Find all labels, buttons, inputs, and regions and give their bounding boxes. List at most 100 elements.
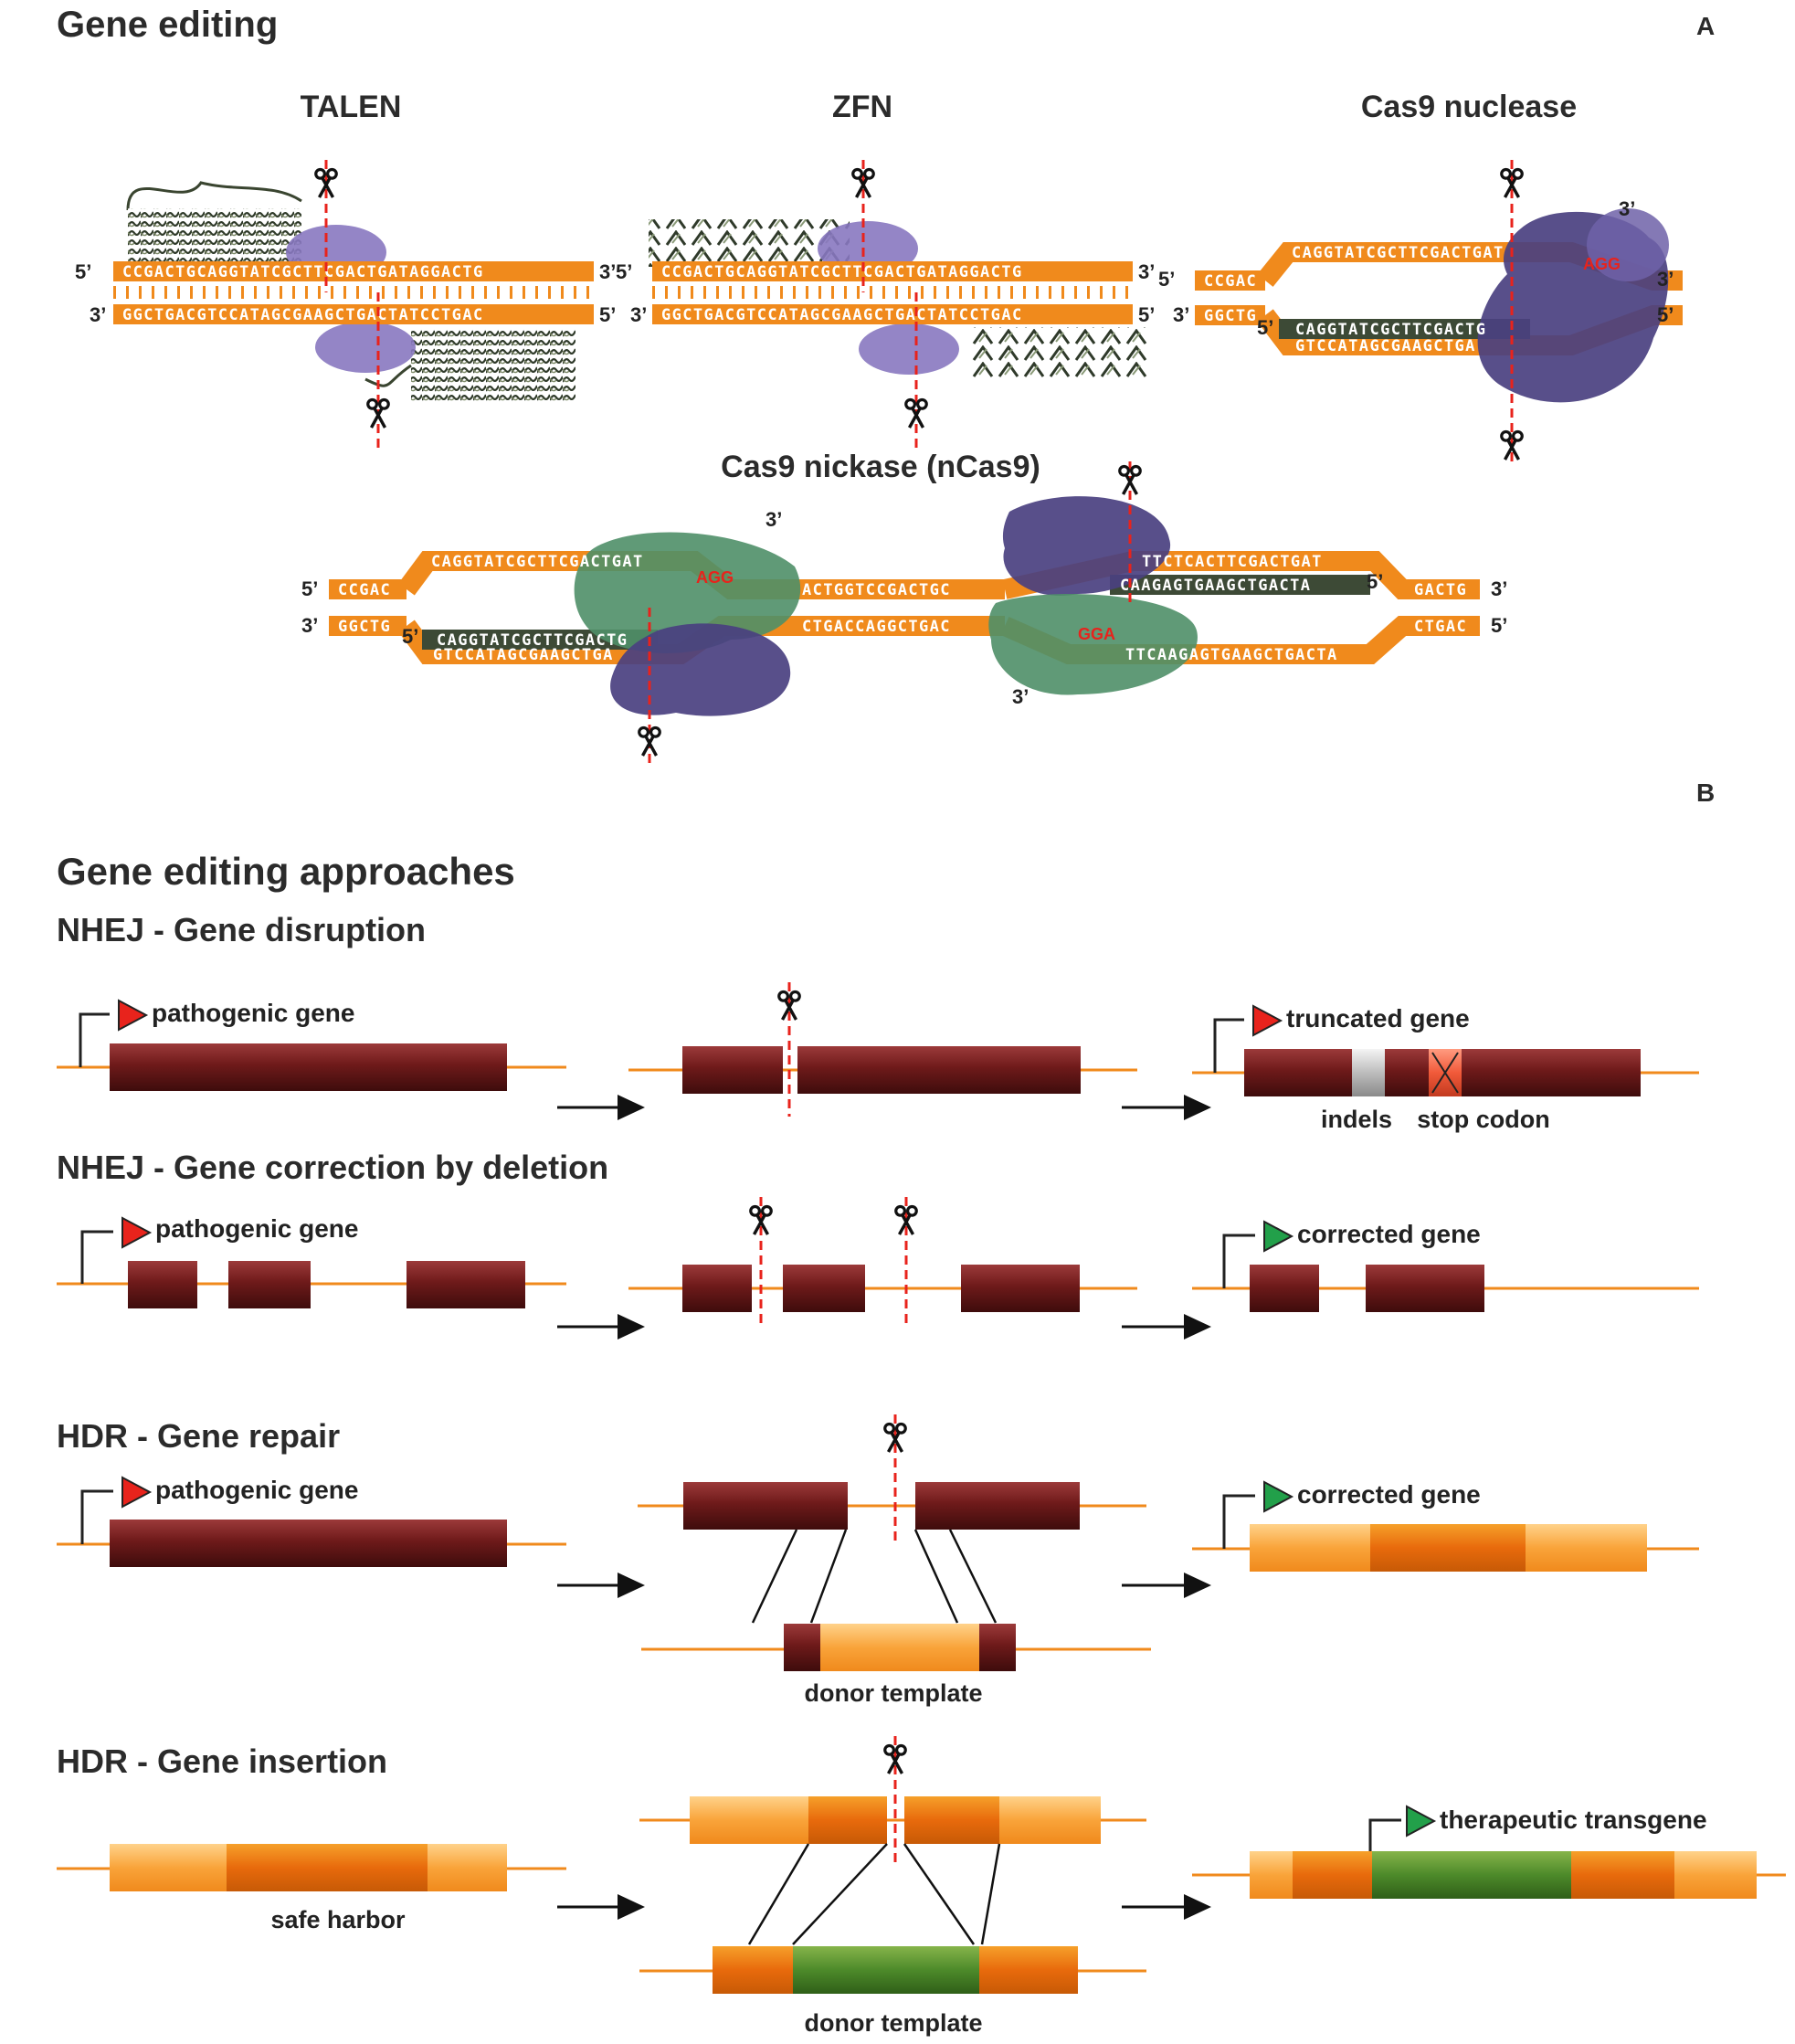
gene-label: pathogenic gene: [155, 1214, 358, 1243]
gene-exon: [228, 1261, 311, 1308]
gene-exon-cut: [797, 1046, 1081, 1094]
cas9-loop-top-seq: CAGGTATCGCTTCGACTGAT: [1292, 244, 1505, 262]
nickase-protein-purple-2: [1002, 496, 1171, 596]
corrected-gene-label: corrected gene: [1297, 1220, 1481, 1248]
talen-5-prime-right: 5’: [599, 303, 616, 326]
cas9-left-bottom-seq: GGCTG: [1204, 307, 1257, 325]
gene-exon-cut: [683, 1482, 848, 1530]
stop-codon-cross-icon: [1431, 1052, 1459, 1094]
safe-harbor-label: safe harbor: [270, 1906, 406, 1933]
corrected-gene-exon: [1366, 1265, 1484, 1312]
cas9-pam: AGG: [1583, 255, 1621, 273]
homology-lines: [747, 1843, 1001, 1945]
cas9-protein-lobe: [1587, 208, 1669, 281]
zfn-5-prime-left: 5’: [616, 260, 632, 283]
nickase-protein-green-1: [574, 532, 801, 653]
arrow-right-icon: [1184, 1894, 1211, 1920]
pathogenic-gene-exon: [110, 1043, 507, 1091]
nickase-pam1: AGG: [696, 568, 734, 587]
therapeutic-transgene-block: [1372, 1851, 1571, 1899]
gene-exon: [128, 1261, 197, 1308]
talen-label: TALEN: [301, 90, 402, 124]
promoter-arrow-icon: [1263, 1480, 1294, 1513]
donor-template-label: donor template: [804, 1679, 982, 1707]
talen-fok1-bottom: [315, 322, 416, 373]
target-locus-cut-core: [904, 1796, 999, 1844]
arrow-right-icon: [1184, 1095, 1211, 1120]
cas9-guide-3-prime: 3’: [1619, 197, 1635, 220]
zfn-zinc-fingers-bottom: [968, 327, 1151, 378]
nhej-disruption-section: NHEJ - Gene disruption pathogenic gene t…: [57, 911, 1699, 1133]
arrow-right-icon: [1184, 1573, 1211, 1598]
zfn-diagram: ZFN CCGACTGCAGGTATCGCTTCGACTGATAGGACTG G…: [616, 90, 1155, 448]
donor-template-label: donor template: [804, 2009, 982, 2037]
nickase-5-prime-left: 5’: [301, 577, 318, 600]
cas9-3-prime-left: 3’: [1173, 303, 1189, 326]
talen-bottom-strand: GGCTGACGTCCATAGCGAAGCTGACTATCCTGAC: [122, 306, 484, 324]
arrow-right-icon: [618, 1095, 645, 1120]
promoter-arrow-icon: [121, 1476, 153, 1509]
nickase-loop2-bottom-seq: TTCAAGAGTGAAGCTGACTA: [1125, 646, 1338, 664]
talen-3-prime-left: 3’: [90, 303, 106, 326]
gene-exon: [682, 1265, 752, 1312]
nickase-pam2: GGA: [1078, 625, 1115, 643]
talen-tale-repeats-bottom: [411, 329, 575, 402]
gene-exon: [783, 1265, 865, 1312]
panel-b-letter: B: [1696, 778, 1715, 807]
safe-harbor-locus-core: [227, 1844, 428, 1891]
scissors-icon: [903, 397, 929, 429]
nickase-left-bottom-seq: GGCTG: [338, 618, 391, 636]
gene-label: pathogenic gene: [152, 999, 354, 1027]
zfn-fok1-bottom: [859, 323, 959, 375]
nickase-loop1-top-seq: CAGGTATCGCTTCGACTGAT: [431, 553, 644, 571]
arrow-right-icon: [618, 1573, 645, 1598]
promoter-arrow-icon: [1213, 1018, 1244, 1073]
stop-codon-label: stop codon: [1417, 1106, 1549, 1133]
promoter-arrow-icon: [1252, 1004, 1283, 1037]
nhej-deletion-title: NHEJ - Gene correction by deletion: [57, 1149, 608, 1186]
cas9-5-prime-left: 5’: [1158, 268, 1175, 291]
nickase-left-top-seq: CCGAC: [338, 581, 391, 599]
nickase-3-prime-right: 3’: [1491, 577, 1507, 600]
promoter-arrow-icon: [80, 1489, 113, 1544]
talen-diagram: TALEN CCGACTGCAGGTATCGCTTCGACTGATAGGACTG…: [75, 90, 616, 448]
nickase-protein-green-2: [988, 594, 1198, 695]
target-locus-cut-core: [808, 1796, 887, 1844]
arrow-right-icon: [618, 1314, 645, 1340]
talen-top-strand: CCGACTGCAGGTATCGCTTCGACTGATAGGACTG: [122, 263, 484, 281]
panel-a-letter: A: [1696, 12, 1715, 40]
promoter-arrow-icon: [121, 1216, 153, 1249]
cas9-left-top-seq: CCGAC: [1204, 272, 1257, 291]
corrected-gene-exon: [1370, 1524, 1526, 1572]
nickase-5-prime-right: 5’: [1491, 614, 1507, 637]
nickase-mid-top-seq: ACTGGTCCGACTGC: [802, 581, 951, 599]
promoter-arrow-icon: [1406, 1805, 1437, 1837]
donor-homology-arm: [979, 1624, 1016, 1671]
scissors-icon: [1117, 464, 1143, 496]
nickase-label: Cas9 nickase (nCas9): [721, 450, 1040, 484]
hdr-insertion-title: HDR - Gene insertion: [57, 1742, 387, 1780]
donor-homology-arm: [713, 1946, 793, 1994]
nickase-diagram: Cas9 nickase (nCas9) CCGAC GGCTG CAGGTAT…: [301, 450, 1507, 768]
promoter-arrow-icon: [1263, 1220, 1294, 1253]
promoter-arrow-icon: [1222, 1494, 1255, 1549]
gene-exon-cut: [682, 1046, 783, 1094]
panel-a-title: Gene editing: [57, 5, 278, 45]
hdr-repair-title: HDR - Gene repair: [57, 1417, 340, 1455]
zfn-5-prime-right: 5’: [1138, 303, 1155, 326]
promoter-arrow-icon: [80, 1230, 113, 1284]
cas9-5-prime-right: 5’: [1657, 303, 1674, 326]
therapeutic-transgene-label: therapeutic transgene: [1440, 1806, 1707, 1834]
nickase-loop2-top-seq: TTCTCACTTCGACTGAT: [1142, 553, 1323, 571]
donor-homology-arm: [784, 1624, 820, 1671]
promoter-arrow-icon: [1368, 1818, 1401, 1851]
nickase-loop1-bottom-seq: GTCCATAGCGAAGCTGA: [433, 646, 614, 664]
donor-homology-arm: [979, 1946, 1078, 1994]
promoter-arrow-icon: [118, 999, 149, 1032]
hdr-repair-section: HDR - Gene repair pathogenic gene donor …: [57, 1414, 1699, 1707]
indels-region: [1352, 1049, 1385, 1096]
nickase-right-top-seq: GACTG: [1414, 581, 1467, 599]
gene-exon: [407, 1261, 525, 1308]
gene-exon-cut: [915, 1482, 1080, 1530]
